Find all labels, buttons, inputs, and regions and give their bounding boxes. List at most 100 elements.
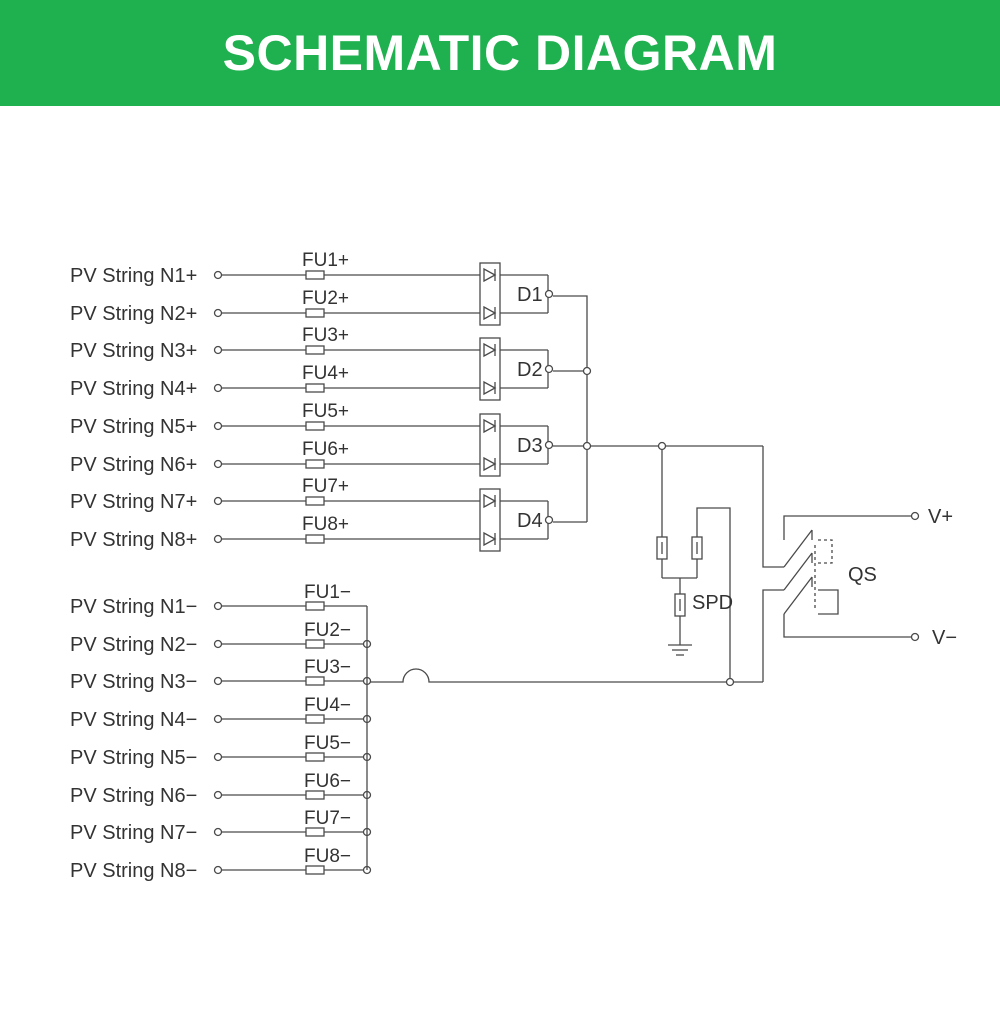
input-terminal — [213, 714, 223, 724]
fuse — [305, 827, 325, 837]
input-terminal — [213, 383, 223, 393]
pv-string-positive-row: PV String N1+ FU1+ — [70, 250, 485, 287]
diode-symbol — [483, 305, 497, 321]
diode-symbol — [483, 456, 497, 472]
wiring — [367, 295, 915, 683]
fuse-label: FU6− — [304, 771, 351, 792]
input-terminal — [213, 639, 223, 649]
fuse-label: FU4− — [304, 695, 351, 716]
pv-string-label: PV String N7− — [70, 822, 197, 844]
pv-string-positive-row: PV String N3+ FU3+ — [70, 325, 485, 362]
input-terminal — [213, 421, 223, 431]
input-terminal — [213, 270, 223, 280]
diode-symbol — [483, 380, 497, 396]
fuse — [305, 714, 325, 724]
diode-symbol — [483, 267, 497, 283]
input-terminal — [213, 534, 223, 544]
input-terminal — [213, 601, 223, 611]
fuse-label: FU3+ — [302, 325, 349, 346]
spd-component: SPD — [656, 536, 733, 617]
diode-group: D2 — [479, 337, 554, 401]
input-terminal — [213, 827, 223, 837]
diode-symbol — [483, 342, 497, 358]
fuse-label: FU2− — [304, 620, 351, 641]
fuse-label: FU7+ — [302, 476, 349, 497]
fuse — [305, 639, 325, 649]
fuse — [305, 676, 325, 686]
diode-label: D2 — [517, 359, 543, 381]
fuse-label: FU4+ — [302, 363, 349, 384]
fuse — [305, 308, 325, 318]
fuse — [305, 601, 325, 611]
pv-string-negative-row: PV String N5− FU5− — [70, 733, 372, 769]
fuse-label: FU5− — [304, 733, 351, 754]
pv-string-negative-row: PV String N7− FU7− — [70, 808, 372, 844]
pv-string-negative-row: PV String N2−FU2− — [70, 620, 372, 656]
fuse-label: FU7− — [304, 808, 351, 829]
diode-label: D1 — [517, 284, 543, 306]
fuse — [305, 752, 325, 762]
diode-output-node — [544, 515, 554, 525]
v-minus-terminal — [910, 632, 920, 642]
fuse — [305, 496, 325, 506]
qs-label: QS — [848, 564, 877, 586]
input-terminal — [213, 752, 223, 762]
pv-string-negative-row: PV String N4− FU4− — [70, 695, 372, 731]
pv-string-label: PV String N4− — [70, 709, 197, 731]
diode-output-node — [544, 364, 554, 374]
fuse-label: FU8− — [304, 846, 351, 867]
diode-group: D4 — [479, 488, 554, 552]
fuse — [305, 534, 325, 544]
fuse-label: FU2+ — [302, 288, 349, 309]
fuse — [305, 383, 325, 393]
diode-output-node — [544, 289, 554, 299]
diode-symbol — [483, 531, 497, 547]
input-terminal — [213, 676, 223, 686]
fuse-label: FU8+ — [302, 514, 349, 535]
v-minus-label: V− — [932, 627, 957, 649]
pv-string-negative-row: PV String N1−FU1− — [70, 582, 367, 618]
fuse — [305, 270, 325, 280]
input-terminal — [213, 496, 223, 506]
fuse-label: FU6+ — [302, 439, 349, 460]
pv-string-label: PV String N6− — [70, 785, 197, 807]
pv-string-label: PV String N6+ — [70, 454, 197, 476]
diode-group: D3 — [479, 413, 554, 477]
positive-inputs: PV String N1+FU1+PV String N2+FU2+PV Str… — [70, 250, 485, 551]
junction-node — [582, 366, 592, 376]
spd-label: SPD — [692, 592, 733, 614]
pv-string-label: PV String N2+ — [70, 303, 197, 325]
page-title: SCHEMATIC DIAGRAM — [222, 25, 778, 81]
diode-group: D1 — [479, 262, 554, 326]
junctions — [582, 366, 735, 687]
pv-string-label: PV String N7+ — [70, 491, 197, 513]
v-plus-label: V+ — [928, 506, 953, 528]
header-banner: SCHEMATIC DIAGRAM — [0, 0, 1000, 106]
pv-string-positive-row: PV String N2+ FU2+ — [70, 288, 485, 325]
fuse-label: FU5+ — [302, 401, 349, 422]
input-terminal — [213, 345, 223, 355]
junction-node — [582, 441, 592, 451]
v-plus-terminal — [910, 511, 920, 521]
input-terminal — [213, 790, 223, 800]
fuse-label: FU3− — [304, 657, 351, 678]
junction-node — [725, 677, 735, 687]
pv-string-label: PV String N3+ — [70, 340, 197, 362]
pv-string-positive-row: PV String N5+FU5+ — [70, 401, 485, 438]
pv-string-label: PV String N1− — [70, 596, 197, 618]
fuse-label: FU1+ — [302, 250, 349, 271]
fuse — [305, 421, 325, 431]
input-terminal — [213, 308, 223, 318]
pv-string-label: PV String N8− — [70, 860, 197, 882]
diode-symbol — [483, 493, 497, 509]
input-terminal — [213, 865, 223, 875]
input-terminal — [213, 459, 223, 469]
fuse — [305, 345, 325, 355]
negative-inputs: PV String N1−FU1−PV String N2−FU2−PV Str… — [70, 582, 372, 882]
pv-string-label: PV String N5− — [70, 747, 197, 769]
diode-label: D3 — [517, 435, 543, 457]
diode-symbol — [483, 418, 497, 434]
fuse — [305, 865, 325, 875]
pv-string-label: PV String N8+ — [70, 529, 197, 551]
pv-string-label: PV String N1+ — [70, 265, 197, 287]
